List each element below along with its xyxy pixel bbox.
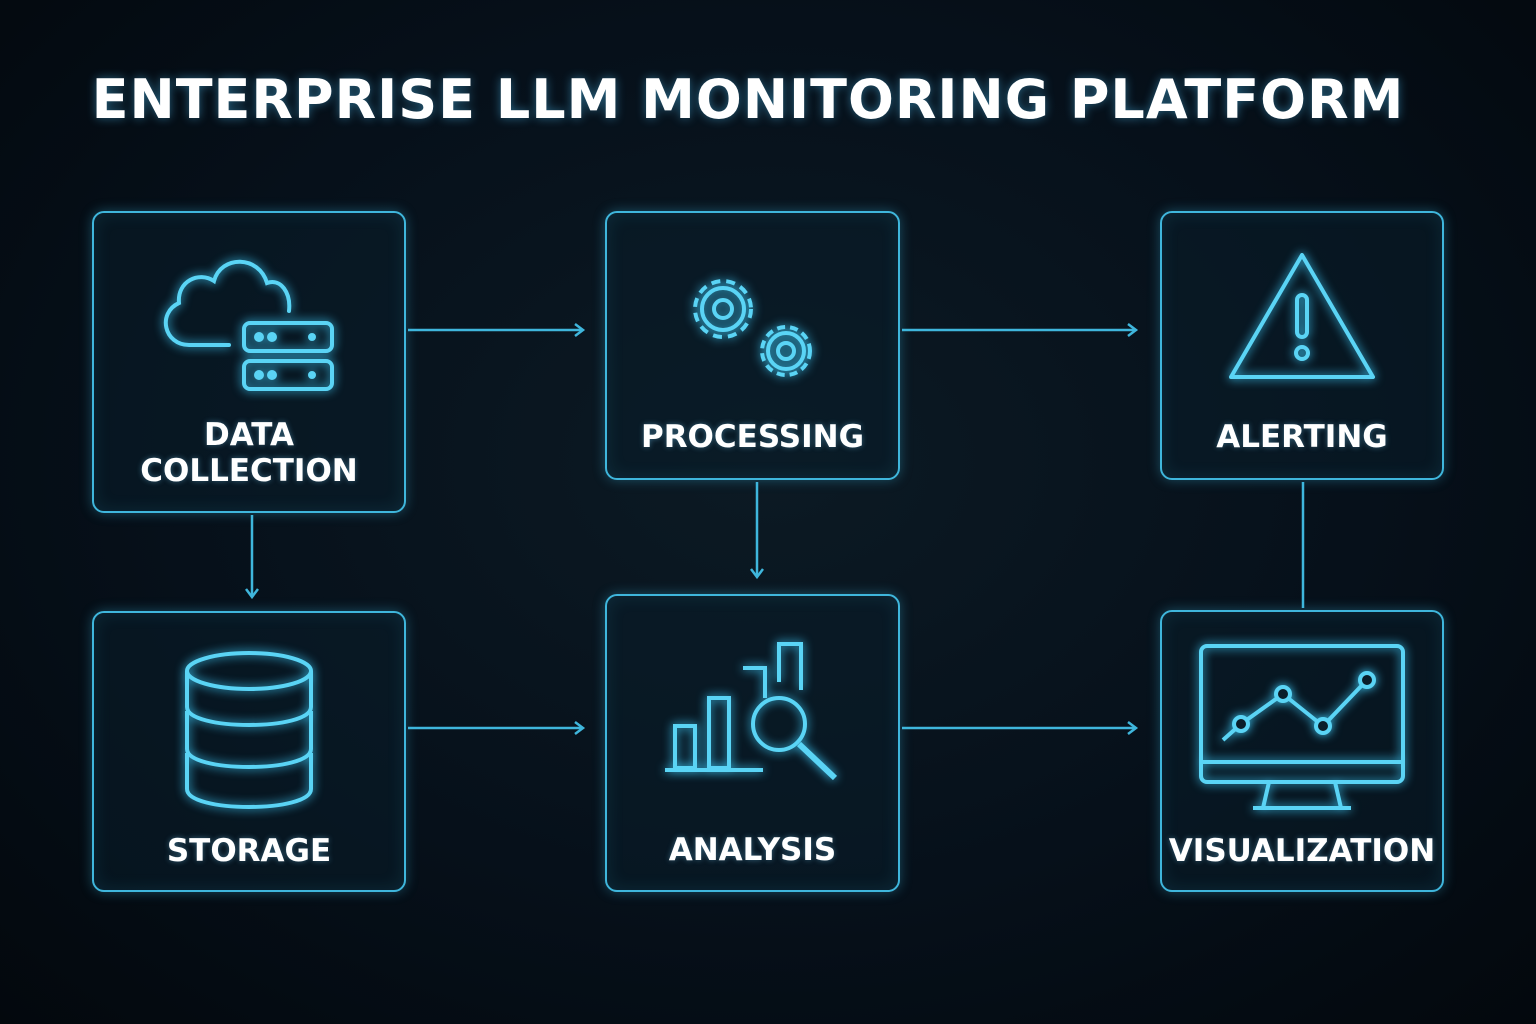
node-label: VISUALIZATION <box>1168 833 1436 869</box>
gears-icon <box>692 279 812 377</box>
node-storage: STORAGE <box>92 611 406 892</box>
node-label: ANALYSIS <box>668 832 837 868</box>
node-label-line2: COLLECTION <box>140 453 358 489</box>
node-data-collection: DATA COLLECTION <box>92 211 406 513</box>
node-label: ALERTING <box>1216 419 1388 455</box>
node-alerting: ALERTING <box>1160 211 1444 480</box>
node-label: STORAGE <box>166 833 332 869</box>
node-label-line1: DATA <box>203 417 295 453</box>
node-visualization: VISUALIZATION <box>1160 610 1444 892</box>
cloud-server-icon <box>163 259 334 391</box>
node-analysis: ANALYSIS <box>605 594 900 892</box>
node-processing: PROCESSING <box>605 211 900 480</box>
diagram-title: ENTERPRISE LLM MONITORING PLATFORM <box>91 68 1405 131</box>
database-icon <box>185 651 313 809</box>
warning-triangle-icon <box>1229 253 1375 379</box>
bar-chart-magnifier-icon <box>664 642 837 781</box>
node-label: PROCESSING <box>640 419 865 455</box>
monitor-line-chart-icon <box>1199 644 1405 810</box>
